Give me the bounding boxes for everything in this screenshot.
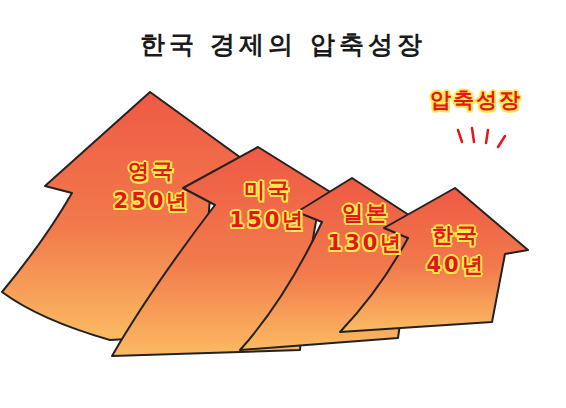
- diagram-title: 한국 경제의 압축성장: [0, 28, 566, 61]
- arrow-outline: [340, 188, 528, 332]
- arrow-label: 미국 150년: [230, 175, 307, 236]
- arrow-label: 일본 130년: [328, 198, 405, 259]
- emphasis-ticks: [458, 128, 505, 147]
- highlight-label: 압축성장: [430, 86, 522, 114]
- arrow-label: 영국 250년: [114, 156, 191, 217]
- arrow-label: 한국 40년: [426, 220, 485, 281]
